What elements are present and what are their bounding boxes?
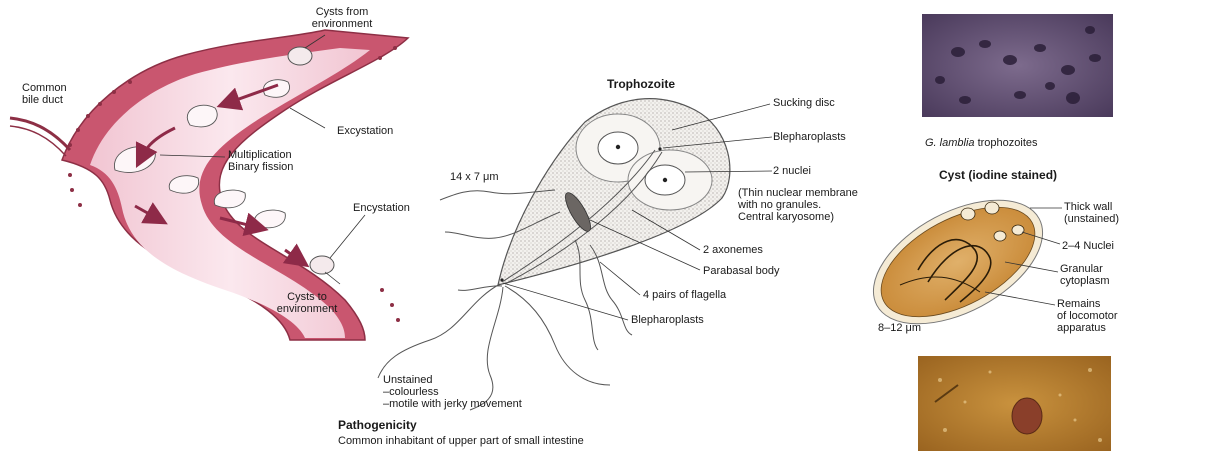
label-cyst-nuclei: 2–4 Nuclei (1062, 240, 1114, 252)
label-excystation: Excystation (337, 125, 393, 137)
label-blepharoplasts-top: Blepharoplasts (773, 131, 846, 143)
cyst-photo (918, 356, 1111, 451)
trophozoite-title: Trophozoite (607, 78, 675, 90)
label-flagella: 4 pairs of flagella (643, 289, 726, 301)
cyst-title: Cyst (iodine stained) (939, 169, 1057, 181)
cyst-icon (310, 256, 334, 274)
pathogenicity-text: Common inhabitant of upper part of small… (338, 435, 584, 447)
label-encystation: Encystation (353, 202, 410, 214)
label-sucking-disc: Sucking disc (773, 97, 835, 109)
trophozoite-photo (922, 14, 1113, 117)
label-size-cyst: 8–12 μm (878, 322, 921, 334)
nucleus-icon (985, 202, 999, 214)
flagellum-line (590, 245, 632, 335)
label-unstained: Unstained –colourless –motile with jerky… (383, 374, 522, 410)
flagellum-line (378, 284, 500, 378)
blepharoplast-icon (658, 147, 661, 150)
label-axonemes: 2 axonemes (703, 244, 763, 256)
label-nuclear-note: (Thin nuclear membrane with no granules.… (738, 187, 858, 223)
label-thick-wall: Thick wall(unstained) (1064, 201, 1119, 225)
pathogenicity-title: Pathogenicity (338, 419, 417, 431)
nucleus-icon (1012, 225, 1024, 235)
photo-caption: G. lamblia trophozoites (925, 137, 1038, 149)
label-blepharoplasts-bottom: Blepharoplasts (631, 314, 704, 326)
flagellum-line (505, 286, 610, 385)
cyst-icon (1012, 398, 1042, 434)
label-size-trophozoite: 14 x 7 μm (450, 171, 499, 183)
bile-duct (10, 118, 70, 150)
trophozoite-icon (254, 210, 285, 228)
trophozoite-icon (187, 105, 217, 127)
nucleus-icon (961, 208, 975, 220)
nucleus-icon (994, 231, 1006, 241)
cyst-icon (288, 47, 312, 65)
label-parabasal-body: Parabasal body (703, 265, 779, 277)
label-2-nuclei: 2 nuclei (773, 165, 811, 177)
